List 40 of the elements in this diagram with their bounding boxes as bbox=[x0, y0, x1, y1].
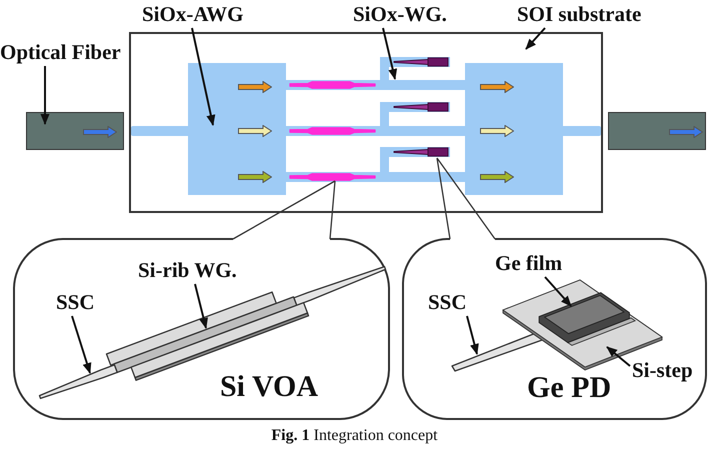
substrate-chip bbox=[129, 32, 603, 213]
voa-element bbox=[290, 173, 375, 181]
leader-arrow bbox=[466, 316, 479, 355]
voa-element bbox=[290, 81, 375, 89]
part-label: Optical Fiber bbox=[0, 40, 121, 64]
part-label: Si-rib WG. bbox=[138, 258, 237, 282]
callout-bubble bbox=[13, 238, 390, 420]
part-label: Ge film bbox=[495, 251, 562, 276]
figure-caption: Fig. 1 Integration concept bbox=[271, 427, 438, 444]
photodiode bbox=[394, 102, 448, 112]
leader-arrow bbox=[544, 276, 572, 307]
callout-pointer bbox=[436, 157, 496, 240]
leader-arrow bbox=[194, 284, 208, 329]
spot-size-converter bbox=[452, 333, 545, 371]
awg-block bbox=[188, 63, 286, 195]
spot-size-converter bbox=[39, 364, 118, 399]
callout-bubble bbox=[402, 238, 707, 420]
part-label: SSC bbox=[428, 290, 467, 314]
part-label: SiOx-WG. bbox=[353, 2, 447, 26]
inset-title: Si VOA bbox=[220, 370, 318, 404]
leader-arrow bbox=[71, 316, 92, 374]
spot-size-converter bbox=[293, 266, 386, 306]
part-label: Si-step bbox=[632, 358, 693, 382]
part-label: SOI substrate bbox=[517, 2, 642, 26]
leader-arrow bbox=[191, 28, 216, 126]
ge-film bbox=[539, 292, 630, 343]
voa-element bbox=[290, 127, 375, 135]
inset-title: Ge PD bbox=[527, 371, 612, 406]
photodiode bbox=[394, 57, 448, 67]
optical-fiber bbox=[26, 112, 124, 150]
leader-arrow bbox=[40, 66, 50, 125]
callout-pointer bbox=[232, 180, 336, 240]
part-label: SSC bbox=[56, 290, 95, 314]
optical-fiber bbox=[608, 112, 706, 150]
photodiode bbox=[394, 147, 448, 157]
awg-block bbox=[465, 63, 563, 195]
leader-arrow bbox=[382, 28, 398, 80]
leader-arrow bbox=[606, 346, 631, 367]
part-label: SiOx-AWG bbox=[142, 2, 244, 26]
leader-arrow bbox=[525, 27, 546, 50]
